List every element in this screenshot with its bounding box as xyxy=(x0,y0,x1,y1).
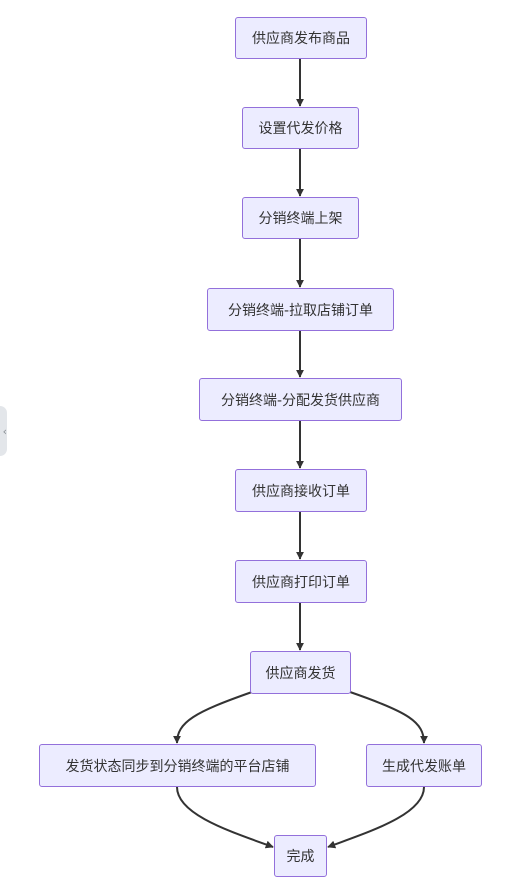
node-supplier-ship[interactable]: 供应商发货 xyxy=(250,651,351,694)
node-distributor-listing[interactable]: 分销终端上架 xyxy=(242,197,359,239)
edge-n10-n11 xyxy=(327,786,425,849)
edge-n9-n11 xyxy=(176,786,274,849)
edge-n8-n10 xyxy=(349,691,428,744)
node-set-dropship-price[interactable]: 设置代发价格 xyxy=(242,107,359,149)
node-pull-store-orders[interactable]: 分销终端-拉取店铺订单 xyxy=(207,288,394,331)
node-generate-bill[interactable]: 生成代发账单 xyxy=(366,744,482,787)
node-publish-product[interactable]: 供应商发布商品 xyxy=(235,17,367,59)
node-assign-supplier[interactable]: 分销终端-分配发货供应商 xyxy=(199,378,402,421)
edge-n8-n9 xyxy=(173,691,253,744)
chevron-left-icon: ‹ xyxy=(2,424,7,438)
side-collapse-handle[interactable]: ‹ xyxy=(0,406,7,456)
node-supplier-print-order[interactable]: 供应商打印订单 xyxy=(235,560,367,603)
node-complete[interactable]: 完成 xyxy=(274,835,327,877)
node-sync-shipping-status[interactable]: 发货状态同步到分销终端的平台店铺 xyxy=(39,744,316,787)
node-supplier-receive-order[interactable]: 供应商接收订单 xyxy=(235,469,367,512)
